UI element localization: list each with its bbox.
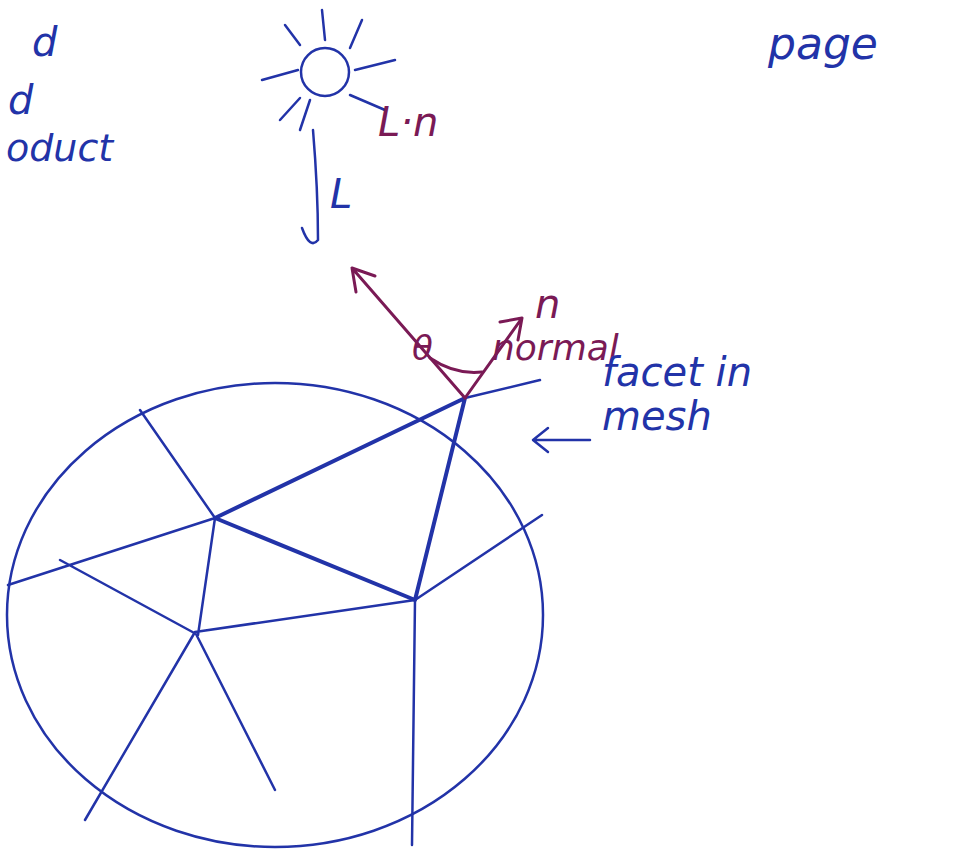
angle-label: θ	[412, 330, 433, 367]
light-label: L	[330, 172, 352, 216]
facet	[215, 398, 465, 600]
page-note: page	[768, 20, 878, 68]
normal-label: normal	[492, 328, 619, 368]
mesh-edges	[8, 380, 542, 845]
dot-product-label: L·n	[378, 100, 438, 144]
edge-fragment: d	[8, 78, 33, 122]
facet-pointer	[533, 428, 590, 452]
sun	[301, 48, 349, 96]
edge-fragment: d	[32, 20, 57, 64]
facet-label: facet in mesh	[602, 350, 832, 438]
light-ray	[302, 130, 318, 243]
angle-arc	[430, 358, 482, 372]
normal-symbol: n	[535, 282, 560, 326]
edge-fragment: oduct	[6, 128, 113, 170]
sun-rays	[262, 10, 395, 130]
sphere	[7, 383, 543, 847]
light-vector	[352, 268, 465, 398]
